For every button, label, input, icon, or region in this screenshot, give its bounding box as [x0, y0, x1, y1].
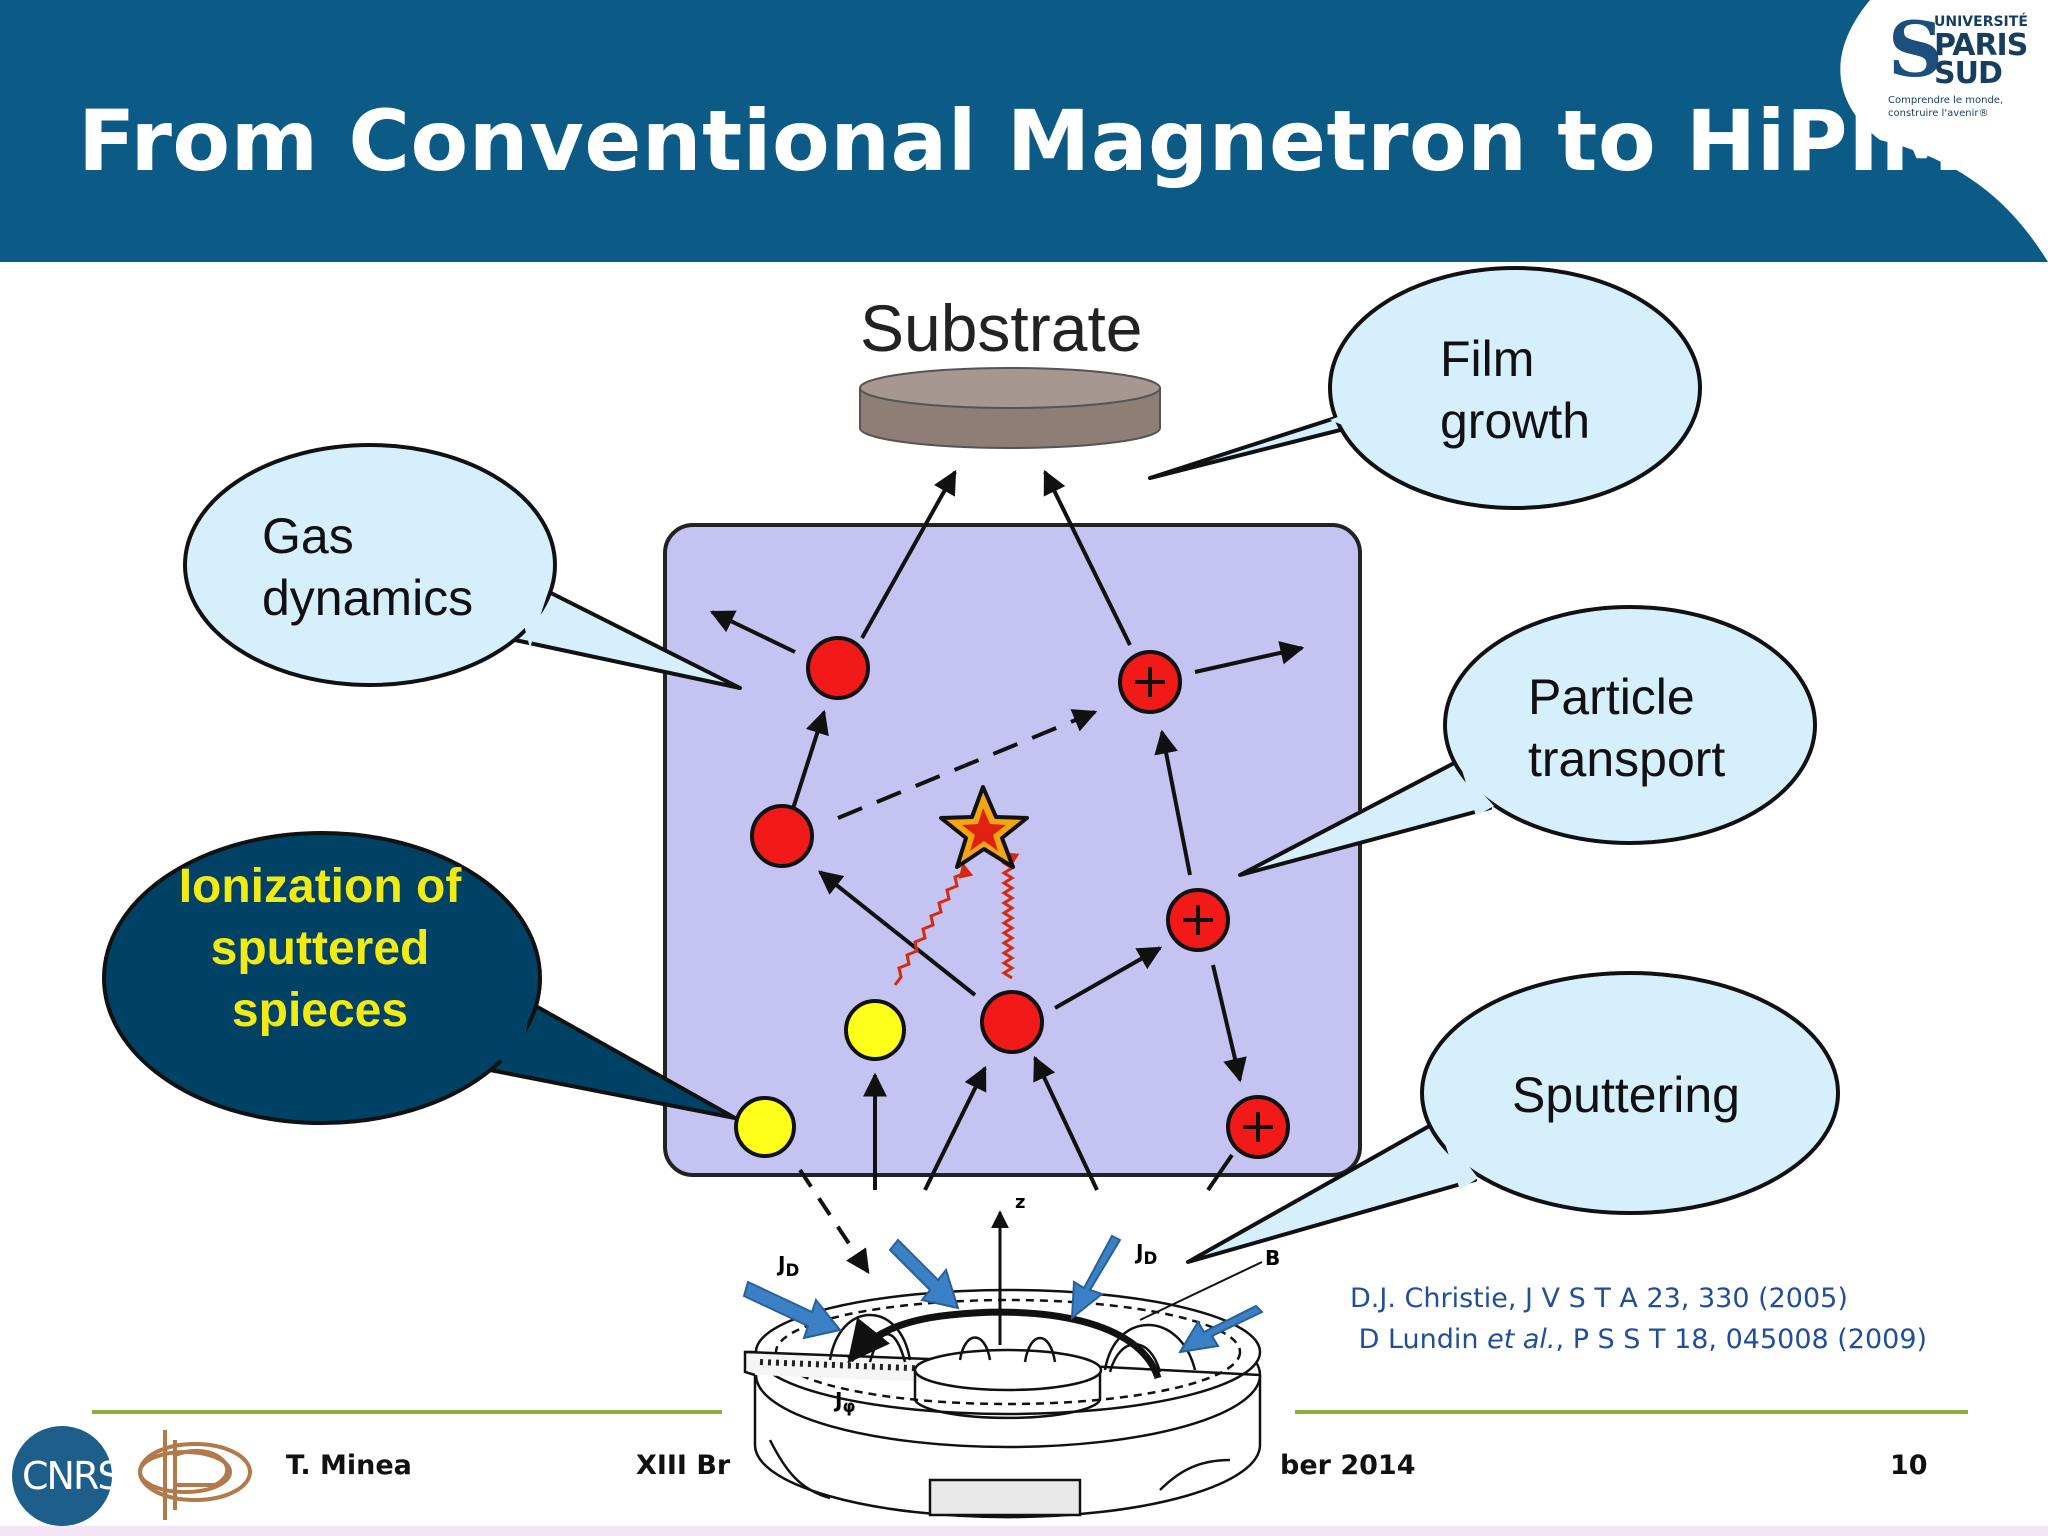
cnrs-logo: CNRS	[12, 1426, 121, 1526]
footer-conference: XIII Br	[636, 1450, 731, 1481]
jd-right-label: JD	[1136, 1240, 1158, 1268]
gas-dynamics-label: Gas dynamics	[262, 505, 473, 629]
footer-date: ber 2014	[1280, 1450, 1416, 1481]
current-direction-arrow	[847, 1308, 1162, 1380]
film-growth-line-1: Film	[1440, 331, 1535, 387]
logo-paris: PARIS	[1934, 28, 2028, 63]
trajectory-short-right	[1206, 1153, 1234, 1192]
substrate-disk	[859, 367, 1161, 449]
film-growth-line-2: growth	[1440, 393, 1591, 449]
jd-left-label: JD	[778, 1252, 800, 1280]
film-growth-label: Film growth	[1440, 328, 1590, 452]
logo-sud: SUD	[1934, 56, 2003, 91]
gas-dynamics-line-1: Gas	[262, 508, 354, 564]
bottom-border	[0, 1526, 2048, 1536]
lpgp-logo	[138, 1430, 252, 1520]
neutral-particle	[750, 804, 814, 868]
particle-transport-bubble	[1238, 605, 1817, 877]
footer-author: T. Minea	[286, 1450, 412, 1481]
ion-bombardment-arrows	[742, 1234, 1264, 1354]
ionization-dashed-line	[837, 709, 1098, 820]
b-field-pointer	[1139, 1261, 1263, 1321]
sputtering-label: Sputtering	[1512, 1067, 1740, 1123]
neutral-particle	[980, 990, 1044, 1054]
b-field-label: B	[1265, 1246, 1281, 1270]
reference-1: D.J. Christie, J V S T A 23, 330 (2005)	[1350, 1283, 1848, 1314]
particle-transport-label: Particle transport	[1528, 666, 1725, 790]
film-growth-bubble	[1148, 266, 1702, 510]
photon-line-left	[893, 862, 974, 986]
j-phi-label: Jφ	[835, 1388, 856, 1416]
ionization-bubble	[102, 831, 737, 1125]
particle-transport-line-2: transport	[1528, 731, 1726, 787]
ion-plus-signs	[1135, 667, 1273, 1142]
header-band	[0, 0, 2048, 262]
sputtered-dashed-line	[798, 1168, 870, 1274]
ionization-label: Ionization of sputtered spieces	[178, 860, 462, 1037]
z-axis-label: z	[1015, 1192, 1026, 1213]
references: D.J. Christie, J V S T A 23, 330 (2005) …	[1350, 1278, 1927, 1360]
logo-s-mark: S	[1888, 5, 1943, 94]
particle-transport-line-1: Particle	[1528, 669, 1695, 725]
logo-swoosh	[1840, 0, 2048, 262]
excitation-star-inner	[962, 808, 1006, 851]
particle-trajectories	[709, 469, 1305, 1191]
logo-tagline: Comprendre le monde, construire l'avenir…	[1888, 95, 2004, 119]
neutral-particle	[806, 636, 870, 700]
sputtering-bubble	[1186, 971, 1840, 1264]
substrate-label: Substrate	[860, 291, 1143, 365]
universite-paris-sud-logo: S UNIVERSITÉ PARIS SUD Comprendre le mon…	[1880, 8, 2030, 128]
photon-line-right	[1001, 851, 1020, 980]
gas-dynamics-line-2: dynamics	[262, 570, 474, 626]
reference-2: D Lundin et al., P S S T 18, 045008 (200…	[1358, 1324, 1928, 1355]
logo-universite: UNIVERSITÉ	[1934, 14, 2028, 30]
page-number: 10	[1890, 1450, 1928, 1481]
sputtered-atom	[844, 999, 906, 1061]
gas-dynamics-bubble	[183, 443, 742, 690]
slide-title: From Conventional Magnetron to HiPIMS	[78, 92, 2025, 190]
sputtered-atom	[734, 1096, 796, 1158]
